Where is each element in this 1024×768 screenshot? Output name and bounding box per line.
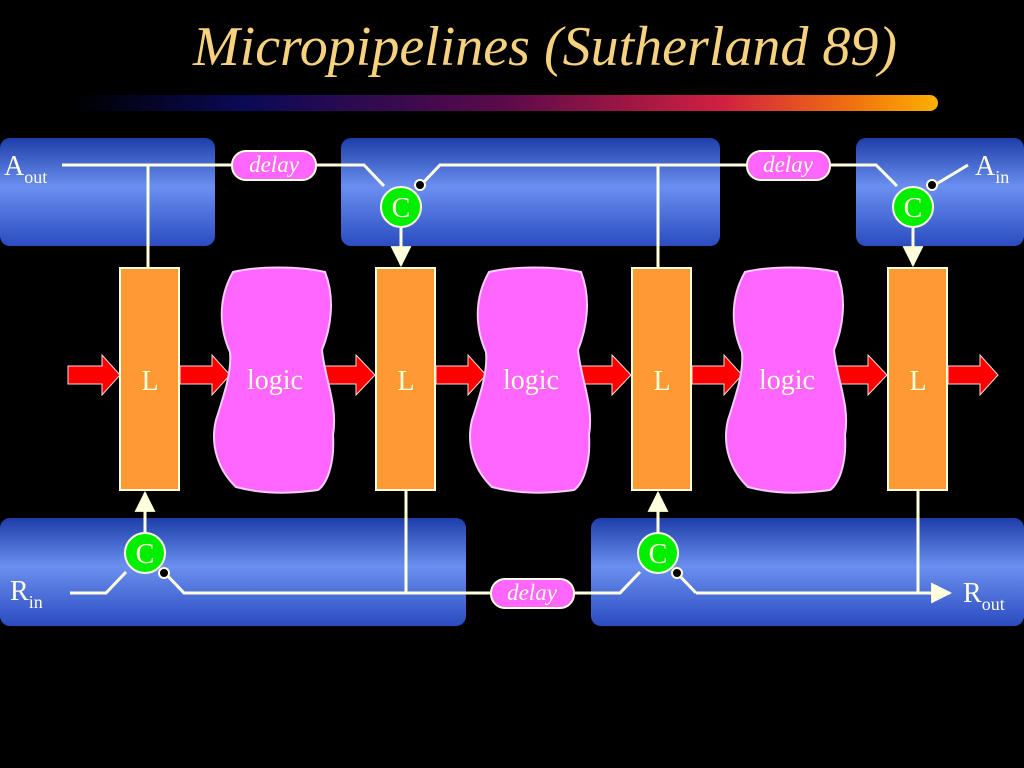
label-r-in-sub: in (29, 592, 43, 612)
logic-label-3: logic (759, 365, 815, 396)
c-element-bottom-2 (637, 532, 679, 574)
req-panel-right (591, 518, 1024, 626)
data-arrow-in (67, 353, 121, 397)
latch-1 (119, 267, 180, 491)
title-underline-bar (70, 95, 938, 111)
delay-elements (231, 150, 831, 609)
logic-label-2: logic (503, 365, 559, 396)
latch-label-2: L (397, 366, 414, 397)
delay-label-top-right: delay (763, 152, 814, 177)
delay-label-top-left: delay (249, 152, 300, 177)
latches (119, 267, 948, 491)
inverter-bubble-2 (926, 179, 938, 191)
c-label-bottom-2: C (649, 539, 668, 570)
label-r-out-sub: out (982, 594, 1005, 614)
logic-blob-2 (469, 266, 592, 494)
latch-label-1: L (141, 366, 158, 397)
inverter-bubble-1 (414, 179, 426, 191)
ack-panel-left (0, 138, 215, 246)
label-r-in-main: R (10, 576, 29, 607)
data-arrow-3 (435, 353, 487, 397)
ack-wires (62, 163, 969, 268)
c-label-bottom-1: C (136, 539, 155, 570)
label-a-out-sub: out (24, 167, 47, 187)
latch-label-4: L (909, 366, 926, 397)
c-element-top-1 (380, 186, 422, 228)
c-label-top-2: C (904, 193, 923, 224)
label-a-in: Ain (975, 151, 1009, 187)
label-a-out-main: A (4, 151, 25, 182)
ack-panel-right (856, 138, 1024, 246)
data-arrow-out (947, 353, 999, 397)
latch-4 (887, 267, 948, 491)
logic-blob-3 (725, 266, 848, 494)
c-label-top-1: C (392, 193, 411, 224)
logic-blob-1 (213, 266, 336, 494)
label-a-in-main: A (975, 151, 996, 182)
c-elements (124, 186, 934, 574)
data-arrow-1 (179, 353, 231, 397)
label-a-out: Aout (4, 151, 47, 187)
label-r-out-main: R (963, 578, 982, 609)
label-r-in: Rin (10, 576, 43, 612)
latch-2 (375, 267, 436, 491)
data-arrow-5 (691, 353, 743, 397)
c-element-bottom-1 (124, 532, 166, 574)
latch-label-3: L (653, 366, 670, 397)
latch-3 (631, 267, 692, 491)
inverter-bubble-3 (158, 567, 170, 579)
inverter-bubbles (158, 179, 938, 579)
req-panel-left (0, 518, 466, 626)
data-path-arrows (67, 353, 999, 397)
c-element-top-2 (892, 186, 934, 228)
logic-label-1: logic (247, 365, 303, 396)
label-r-out: Rout (963, 578, 1005, 614)
delay-label-bottom: delay (507, 580, 558, 605)
slide-title: Micropipelines (Sutherland 89) (192, 16, 897, 78)
label-a-in-sub: in (995, 167, 1009, 187)
delay-box-top-right (746, 150, 831, 181)
inverter-bubble-4 (671, 567, 683, 579)
delay-box-bottom (490, 578, 575, 609)
delay-box-top-left (231, 150, 317, 181)
req-wires (70, 490, 953, 604)
